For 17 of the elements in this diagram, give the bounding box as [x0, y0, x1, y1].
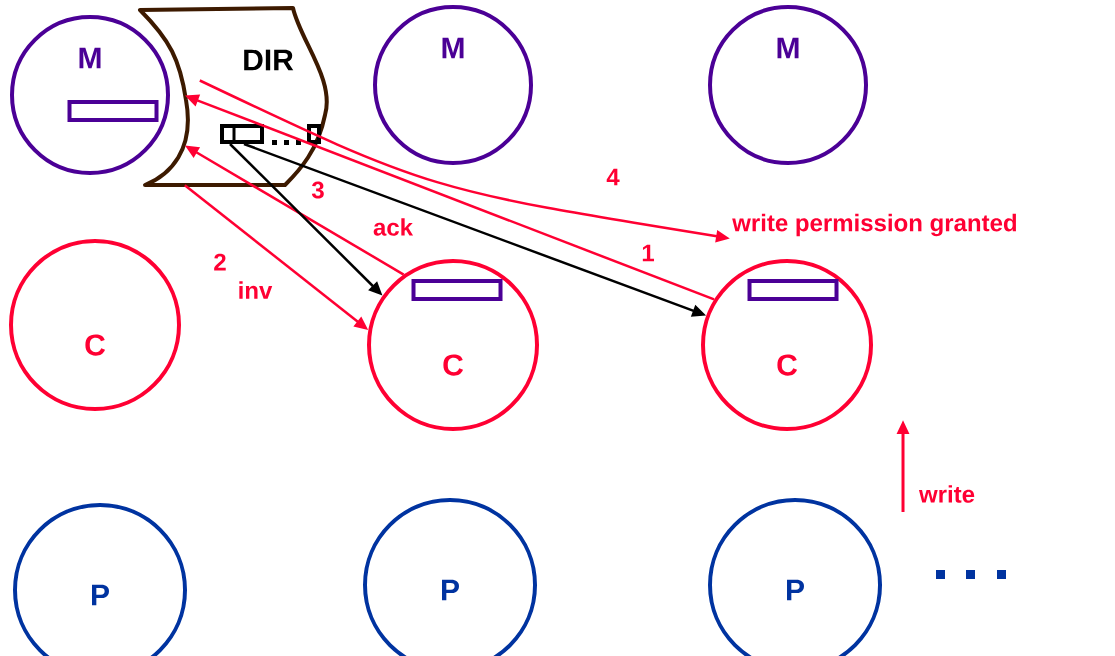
text-label: write permission granted: [732, 213, 1016, 237]
circle-node: C: [367, 259, 539, 431]
entry-box: [220, 124, 264, 144]
edge-label: 4: [605, 167, 621, 187]
bar: [411, 279, 503, 301]
circle-node: C: [701, 259, 873, 431]
edge-label: 1: [640, 243, 656, 263]
circle-node: M: [373, 5, 533, 165]
bar: [747, 279, 839, 301]
circle-node: M: [708, 5, 868, 165]
text-label: write: [918, 485, 975, 503]
bar: [67, 100, 159, 122]
edge-label: 2: [212, 252, 228, 272]
circle-node: M: [10, 15, 170, 175]
text-label: inv: [239, 281, 273, 299]
circle-node: C: [9, 239, 181, 411]
text-label: ack: [373, 218, 414, 236]
